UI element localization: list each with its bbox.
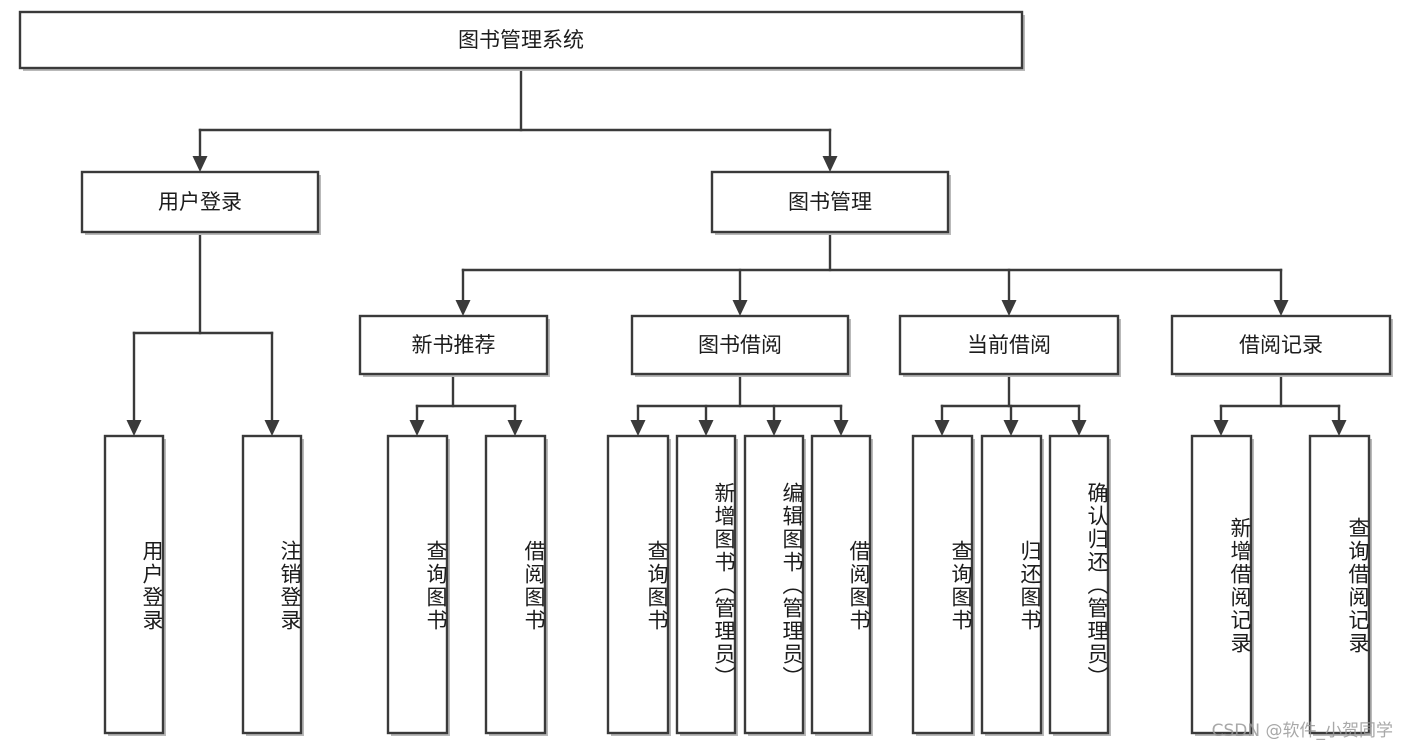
node-leaf-5[interactable]: [675, 434, 737, 735]
arrow-head-icon: [1213, 420, 1229, 436]
node-root[interactable]: [18, 10, 1024, 70]
node-level2-0[interactable]: [80, 170, 320, 234]
node-leaf-11[interactable]: [1190, 434, 1253, 735]
arrow-head-icon: [630, 420, 646, 436]
arrow-head-icon: [264, 420, 280, 436]
node-level3-label-1: 图书借阅: [698, 333, 782, 357]
node-leaf-4[interactable]: [606, 434, 670, 735]
arrow-head-icon: [1071, 420, 1087, 436]
connector-group-borrow-record-to-leaves: [1213, 372, 1347, 436]
connector-group-root-to-level2: [192, 66, 838, 172]
node-leaf-0[interactable]: [103, 434, 165, 735]
connector-group-book-mgmt-to-level3: [455, 230, 1289, 316]
node-level3-label-3: 借阅记录: [1239, 333, 1323, 357]
arrow-head-icon: [409, 420, 425, 436]
arrow-head-icon: [1273, 300, 1289, 316]
node-level2-1[interactable]: [710, 170, 950, 234]
node-level3-0[interactable]: [358, 314, 549, 376]
arrow-head-icon: [822, 156, 838, 172]
node-leaf-1[interactable]: [241, 434, 303, 735]
node-leaf-10[interactable]: [1048, 434, 1110, 735]
arrow-head-icon: [1331, 420, 1347, 436]
node-leaf-8[interactable]: [911, 434, 974, 735]
connector-group-user-login-to-leaves: [126, 230, 280, 436]
node-leaf-3[interactable]: [484, 434, 547, 735]
arrow-head-icon: [507, 420, 523, 436]
arrow-head-icon: [1001, 300, 1017, 316]
arrow-head-icon: [934, 420, 950, 436]
connector-group-current-borrow-to-leaves: [934, 372, 1087, 436]
arrow-head-icon: [698, 420, 714, 436]
arrow-head-icon: [732, 300, 748, 316]
node-level2-label-1: 图书管理: [788, 190, 872, 214]
node-leaf-7[interactable]: [810, 434, 872, 735]
node-level2-label-0: 用户登录: [158, 190, 242, 214]
arrow-head-icon: [1003, 420, 1019, 436]
node-leaf-2[interactable]: [386, 434, 449, 735]
connector-group-book-borrow-to-leaves: [630, 372, 849, 436]
arrow-head-icon: [126, 420, 142, 436]
node-leaf-12[interactable]: [1308, 434, 1371, 735]
arrow-head-icon: [455, 300, 471, 316]
watermark-text: CSDN @软件_小贺同学: [1211, 721, 1393, 741]
node-level3-label-0: 新书推荐: [412, 333, 496, 357]
boxes-layer: [18, 10, 1393, 736]
node-level3-label-2: 当前借阅: [967, 333, 1051, 357]
node-level3-1[interactable]: [630, 314, 850, 376]
arrow-head-icon: [192, 156, 208, 172]
node-leaf-9[interactable]: [980, 434, 1043, 735]
connector-group-new-book-to-leaves: [409, 372, 523, 436]
node-level3-2[interactable]: [898, 314, 1120, 376]
arrow-head-icon: [833, 420, 849, 436]
arrow-head-icon: [766, 420, 782, 436]
node-level3-3[interactable]: [1170, 314, 1392, 376]
node-root-label: 图书管理系统: [458, 28, 584, 52]
node-leaf-6[interactable]: [743, 434, 805, 735]
connectors-layer: [126, 66, 1347, 436]
